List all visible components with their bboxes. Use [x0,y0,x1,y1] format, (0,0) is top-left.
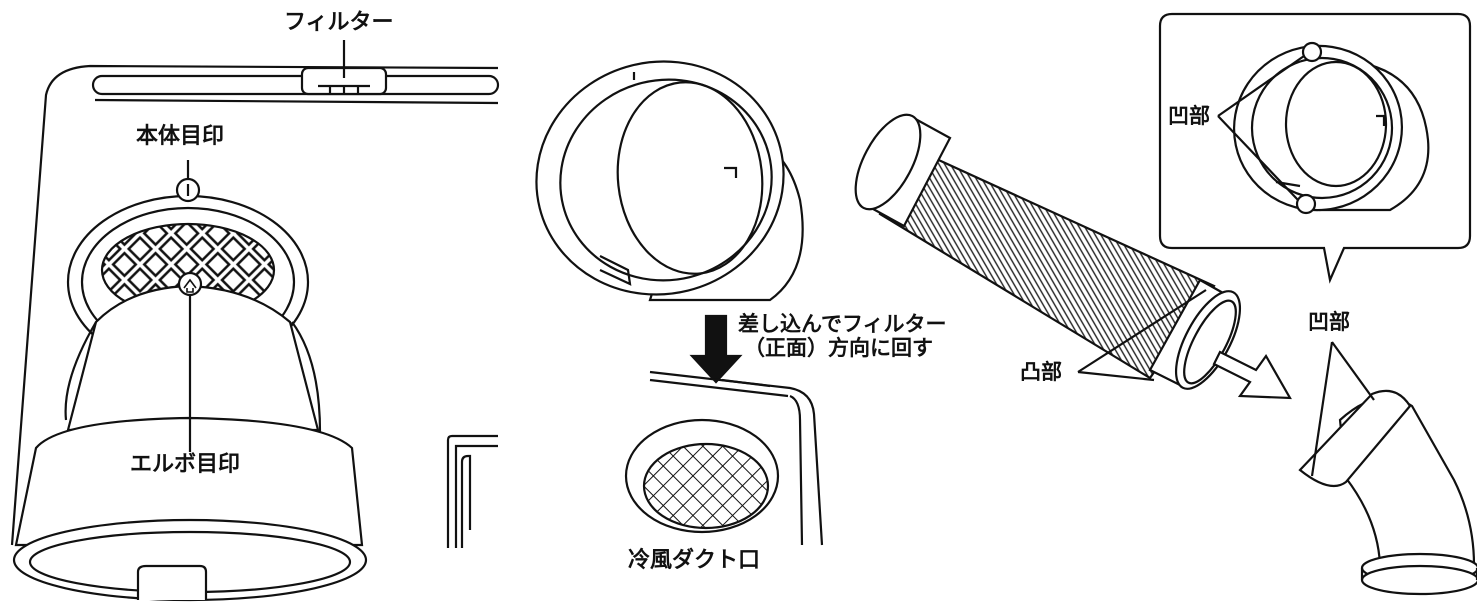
filter-slot [91,74,500,96]
concave-lower-label: 凹部 [1308,310,1350,334]
side-bracket [446,434,498,548]
panel-hose [854,113,1292,400]
elbow-ring-outer [535,60,785,296]
panel-duct-insert [535,60,824,546]
filter-label: フィルター [284,10,394,35]
unit-top [649,370,824,546]
unit-body-outline [10,64,499,546]
concave-mark-top-icon [1301,41,1323,63]
concave-mark-bottom-icon [1295,193,1317,215]
direction-arrow-icon [1212,350,1292,400]
down-arrow-icon [689,314,743,384]
inset-elbow-ring [1232,44,1404,212]
panel-inset [1158,12,1477,596]
convex-label: 凸部 [1020,360,1062,384]
instruction-line-1: 差し込んでフィルター [738,312,947,336]
panel-unit-elbow [10,40,500,602]
elbow-mark-label: エルボ目印 [130,452,241,477]
cold-air-duct-label: 冷風ダクト口 [628,548,761,573]
concave-inset-label: 凹部 [1168,104,1210,128]
instruction-line-2: （正面）方向に回す [744,336,933,361]
instruction-text: 差し込んでフィルター （正面）方向に回す [738,312,947,360]
body-mark-label: 本体目印 [136,124,225,149]
elbow-ring [14,416,364,547]
lower-elbow-cuff [1298,389,1412,488]
elbow-ring-inner [616,81,764,275]
